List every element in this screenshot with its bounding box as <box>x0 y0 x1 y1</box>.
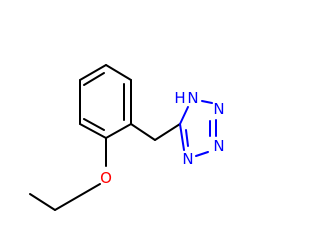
ethoxy-group: O <box>29 137 112 211</box>
bond-n1-n2 <box>201 100 213 104</box>
atom-nitrogen-nh: N <box>187 89 198 107</box>
bond-ring-to-methylene <box>130 123 156 141</box>
bond-ch2-to-ch3 <box>29 193 56 211</box>
bond-c1-c2 <box>105 64 132 81</box>
benzene-ring <box>79 64 132 139</box>
bond-n4-c5-inner <box>185 129 189 147</box>
bond-n4-c5 <box>179 123 185 151</box>
bond-c3-c4 <box>105 123 132 139</box>
bond-methylene-to-tetrazole <box>154 123 181 141</box>
bond-c6-c1 <box>79 64 107 81</box>
bond-c4-c5-inner <box>83 118 105 131</box>
structure-diagram: O N H N N N <box>29 64 225 211</box>
bond-c6-c1-inner <box>83 72 105 86</box>
bond-c4-c5 <box>79 123 107 139</box>
atom-nitrogen-bottom: N <box>182 150 193 168</box>
bond-c5-n1 <box>179 106 189 125</box>
atom-nitrogen-top-right: N <box>213 100 224 118</box>
atom-nitrogen-bottom-right: N <box>213 137 224 155</box>
bond-oxygen-to-ch2 <box>54 183 101 211</box>
tetrazole-ring: N H N N N <box>174 89 224 168</box>
bond-n3-n4 <box>195 151 209 157</box>
atom-hydrogen-on-n: H <box>174 89 185 107</box>
atom-oxygen: O <box>100 169 112 187</box>
